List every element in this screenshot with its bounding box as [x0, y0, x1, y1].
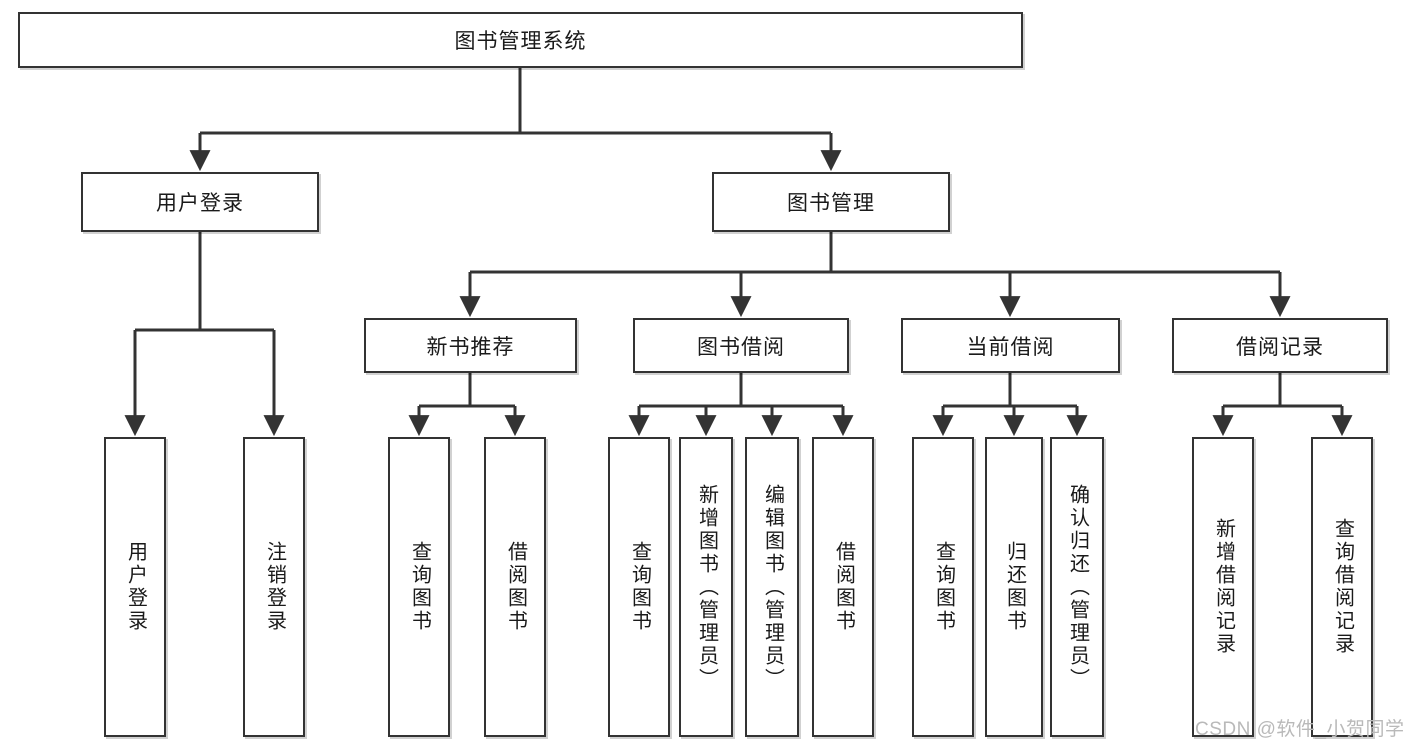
leaf-label: 确认归还（管理员）: [1066, 483, 1089, 691]
leaf-label: 查询图书: [628, 541, 651, 633]
node-leaf-borrow-book-2[interactable]: 借阅图书: [812, 437, 874, 737]
leaf-label: 借阅图书: [832, 541, 855, 633]
node-leaf-user-login[interactable]: 用户登录: [104, 437, 166, 737]
node-leaf-add-record[interactable]: 新增借阅记录: [1192, 437, 1254, 737]
node-leaf-edit-book[interactable]: 编辑图书（管理员）: [745, 437, 799, 737]
node-book-borrow[interactable]: 图书借阅: [633, 318, 849, 373]
node-leaf-user-logout[interactable]: 注销登录: [243, 437, 305, 737]
node-book-manage[interactable]: 图书管理: [712, 172, 950, 232]
leaf-label: 查询图书: [932, 541, 955, 633]
leaf-label: 新增借阅记录: [1212, 518, 1235, 656]
node-leaf-confirm-return[interactable]: 确认归还（管理员）: [1050, 437, 1104, 737]
node-new-book-rec[interactable]: 新书推荐: [364, 318, 577, 373]
node-leaf-borrow-book-1[interactable]: 借阅图书: [484, 437, 546, 737]
node-current-borrow[interactable]: 当前借阅: [901, 318, 1120, 373]
node-leaf-query-book-1[interactable]: 查询图书: [388, 437, 450, 737]
csdn-watermark: CSDN @软件_小贺同学: [1195, 719, 1405, 740]
leaf-label: 归还图书: [1003, 541, 1026, 633]
leaf-label: 查询图书: [408, 541, 431, 633]
node-user-login[interactable]: 用户登录: [81, 172, 319, 232]
node-leaf-query-book-2[interactable]: 查询图书: [608, 437, 670, 737]
leaf-label: 新增图书（管理员）: [695, 483, 718, 691]
leaf-label: 用户登录: [124, 541, 147, 633]
node-leaf-query-book-3[interactable]: 查询图书: [912, 437, 974, 737]
node-borrow-record[interactable]: 借阅记录: [1172, 318, 1388, 373]
node-root[interactable]: 图书管理系统: [18, 12, 1023, 68]
node-leaf-query-record[interactable]: 查询借阅记录: [1311, 437, 1373, 737]
leaf-label: 借阅图书: [504, 541, 527, 633]
leaf-label: 编辑图书（管理员）: [761, 483, 784, 691]
leaf-label: 查询借阅记录: [1331, 518, 1354, 656]
node-leaf-return-book[interactable]: 归还图书: [985, 437, 1043, 737]
leaf-label: 注销登录: [263, 541, 286, 633]
node-leaf-add-book[interactable]: 新增图书（管理员）: [679, 437, 733, 737]
